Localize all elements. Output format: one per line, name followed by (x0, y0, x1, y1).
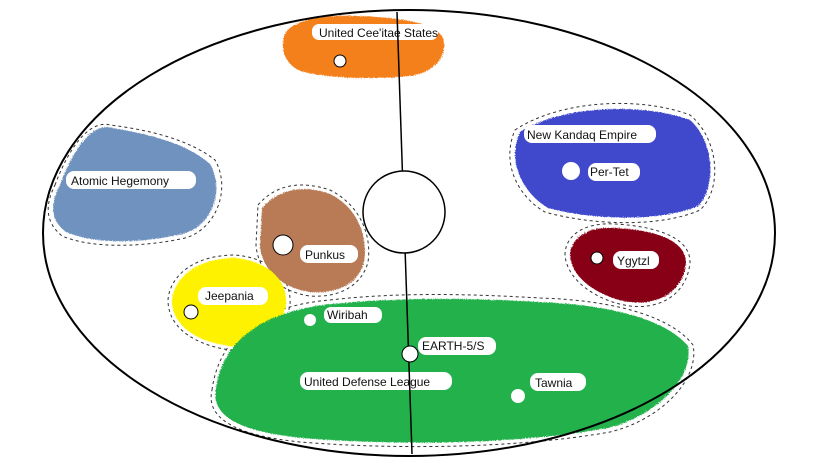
region-united-defense-league-fill (215, 298, 689, 443)
label-jeepania: Jeepania (205, 289, 254, 303)
label-wiribah: Wiribah (327, 308, 368, 322)
city-marker-per-tet (562, 162, 580, 180)
label-new-kandaq-empire: New Kandaq Empire (527, 128, 637, 142)
label-ygytzl: Ygytzl (617, 254, 650, 268)
central-circle (362, 170, 446, 254)
label-backgrounds (66, 24, 659, 391)
city-marker-ygytzl (590, 251, 604, 265)
label-earth-5s: EARTH-5/S (422, 339, 484, 353)
region-punkus-fill (260, 189, 365, 293)
city-marker-jeepania (183, 304, 199, 320)
label-united-ceeitae-states: United Cee'itae States (319, 26, 438, 40)
world-outline (42, 9, 776, 457)
city-marker-tawnia (511, 389, 525, 403)
region-punkus (260, 189, 365, 293)
city-markers (183, 54, 604, 403)
city-marker-uces (333, 54, 347, 68)
label-atomic-hegemony: Atomic Hegemony (71, 174, 169, 188)
city-marker-earth (401, 345, 419, 363)
label-tawnia: Tawnia (535, 376, 573, 390)
city-marker-punkus (272, 234, 294, 256)
label-per-tet: Per-Tet (590, 165, 629, 179)
city-marker-wiribah (304, 314, 316, 326)
map-labels: United Cee'itae States New Kandaq Empire… (71, 26, 650, 390)
label-united-defense-league: United Defense League (304, 375, 430, 389)
label-punkus: Punkus (305, 248, 345, 262)
region-united-defense-league (215, 298, 689, 443)
